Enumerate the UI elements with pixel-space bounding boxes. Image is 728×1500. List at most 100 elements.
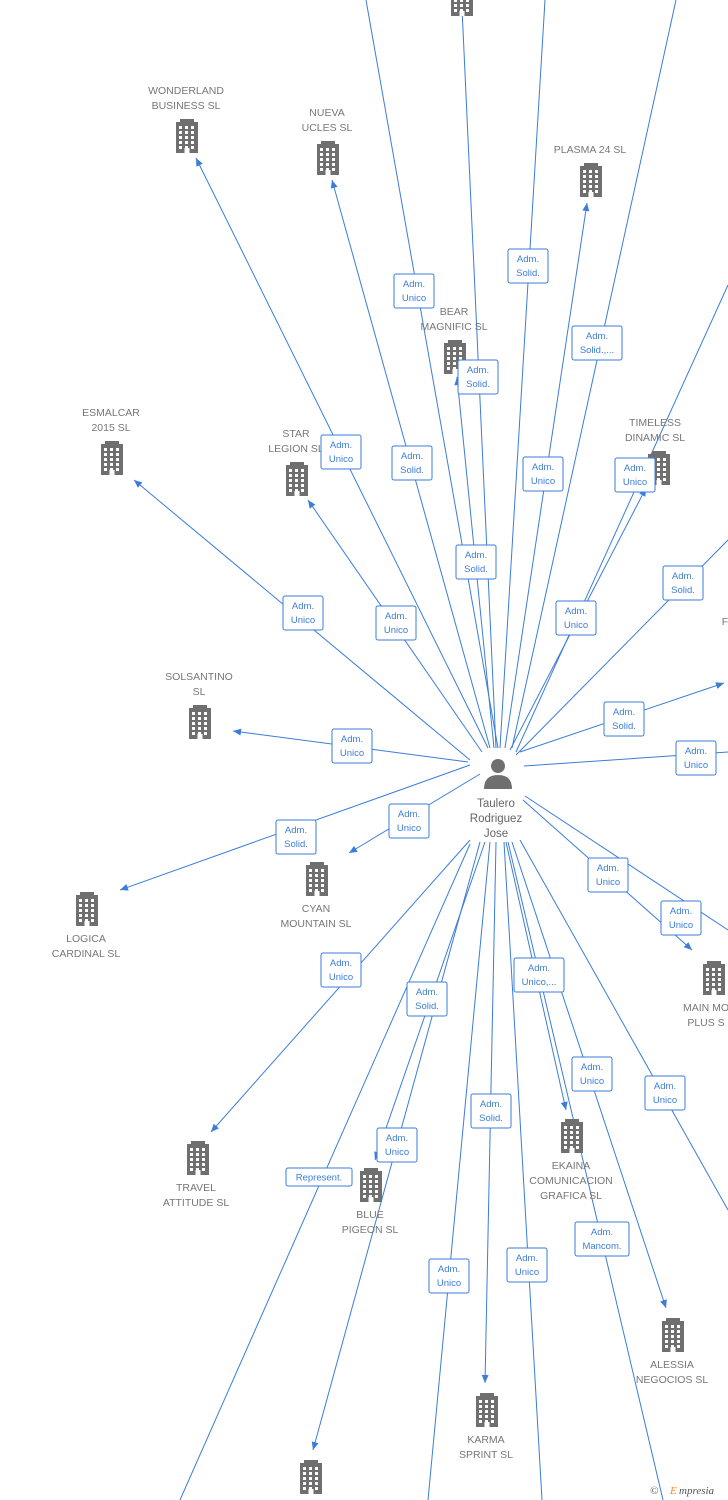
edge-label-box: [506, 1247, 548, 1283]
edge-label[interactable]: Represent.: [285, 1167, 353, 1187]
company-node-top[interactable]: [451, 0, 473, 16]
edge-label-text: Adm.: [330, 440, 352, 451]
person-name-line2: Rodriguez: [470, 813, 523, 825]
edge-label[interactable]: Adm.Solid.,...: [571, 325, 623, 361]
arrowhead-icon: [349, 845, 358, 853]
edge-label[interactable]: Adm.Unico: [282, 595, 324, 631]
edge-label[interactable]: Adm.Unico: [660, 900, 702, 936]
edge-label-text: Adm.: [398, 809, 420, 820]
edge-label[interactable]: Adm.Unico,...: [513, 957, 565, 993]
person-name-line1: Taulero: [477, 798, 515, 810]
building-icon: [317, 141, 339, 175]
edge-label-text: Solid.: [612, 721, 636, 732]
company-node-plasma[interactable]: PLASMA 24 SL: [554, 144, 627, 197]
edge-label[interactable]: Adm.Unico: [675, 740, 717, 776]
arrowhead-icon: [481, 1374, 489, 1383]
arrowhead-icon: [308, 500, 316, 509]
company-name: 2015 SL: [91, 422, 130, 434]
relationship-edge: [507, 841, 664, 1500]
edge-label[interactable]: Adm.Unico: [376, 1127, 418, 1163]
edge-label[interactable]: Adm.Solid.: [391, 445, 433, 481]
edge-label[interactable]: Adm.Mancom.: [574, 1221, 630, 1257]
building-icon: [286, 462, 308, 496]
edge-label-text: Mancom.: [582, 1241, 621, 1252]
edge-label[interactable]: Adm.Unico: [522, 456, 564, 492]
person-node[interactable]: Taulero Rodriguez Jose: [470, 759, 523, 840]
edge-label[interactable]: Adm.Unico: [555, 600, 597, 636]
edge-label-text: Unico: [291, 615, 315, 626]
edge-label-box: [571, 1056, 613, 1092]
building-icon: [662, 1318, 684, 1352]
edge-label-text: Unico,...: [522, 977, 557, 988]
edge-label[interactable]: Adm.Unico: [375, 605, 417, 641]
edge-label-box: [574, 1221, 630, 1257]
edge-label-text: Solid.: [671, 585, 695, 596]
edge-label[interactable]: Adm.Unico: [644, 1075, 686, 1111]
edge-label[interactable]: Adm.Solid.: [455, 544, 497, 580]
edge-label-box: [391, 445, 433, 481]
edge-label-text: Adm.: [465, 550, 487, 561]
edge-label-text: Solid.: [479, 1113, 503, 1124]
edge-label-text: Unico: [329, 972, 353, 983]
edge-label-text: Adm.: [597, 863, 619, 874]
edge-label[interactable]: Adm.Solid.: [275, 819, 317, 855]
edge-label-text: Adm.: [586, 331, 608, 342]
edge-label[interactable]: Adm.Solid.: [457, 359, 499, 395]
edge-label[interactable]: Adm.Solid.: [662, 565, 704, 601]
edge-label[interactable]: Adm.Solid.: [470, 1093, 512, 1129]
building-icon: [187, 1141, 209, 1175]
edge-label-text: Unico: [564, 620, 588, 631]
edge-label-text: Adm.: [385, 611, 407, 622]
building-icon: [300, 1460, 322, 1494]
edge-label[interactable]: Adm.Unico: [393, 273, 435, 309]
edges-layer: [119, 0, 728, 1500]
company-name: STAR: [282, 428, 310, 440]
edge-label[interactable]: Adm. Unico: [320, 434, 362, 470]
edge-label-text: Adm.: [670, 906, 692, 917]
building-icon: [451, 0, 473, 16]
relationship-edge: [503, 841, 543, 1500]
edge-label[interactable]: Adm.Unico: [614, 457, 656, 493]
edge-label[interactable]: Adm. Unico: [320, 952, 362, 988]
edge-label[interactable]: Adm.Unico: [388, 803, 430, 839]
edge-label-box: [320, 434, 362, 470]
edge-label-text: Adm.: [386, 1133, 408, 1144]
edge-label-text: Solid.: [415, 1001, 439, 1012]
company-node-bottom[interactable]: [300, 1460, 322, 1494]
relationship-edge: [499, 0, 546, 749]
edge-label-box: [555, 600, 597, 636]
edge-label-box: [428, 1258, 470, 1294]
relationship-edge: [519, 839, 728, 1211]
edge-label[interactable]: Adm. Solid.: [603, 701, 645, 737]
company-node-rightF[interactable]: F: [722, 600, 728, 634]
edge-label[interactable]: Adm.Solid.: [507, 248, 549, 284]
edge-label[interactable]: Adm.Unico: [331, 728, 373, 764]
arrowhead-icon: [715, 682, 724, 689]
edge-label[interactable]: Adm.Unico: [506, 1247, 548, 1283]
building-icon: [703, 961, 725, 995]
edge-label[interactable]: Adm.Unico: [571, 1056, 613, 1092]
edge-label[interactable]: Adm.Unico: [587, 857, 629, 893]
edge-label-text: Adm.: [517, 254, 539, 265]
edge-label-text: Adm.: [330, 958, 352, 969]
edge-label[interactable]: Adm.Solid.: [406, 981, 448, 1017]
edge-label-text: Adm.: [613, 707, 635, 718]
edge-label-text: Unico: [329, 454, 353, 465]
edge-label[interactable]: Adm.Unico: [428, 1258, 470, 1294]
company-name: BLUE: [356, 1209, 383, 1221]
edge-label-text: Adm.: [403, 279, 425, 290]
brand-footer: © E mpresia: [650, 1485, 715, 1497]
